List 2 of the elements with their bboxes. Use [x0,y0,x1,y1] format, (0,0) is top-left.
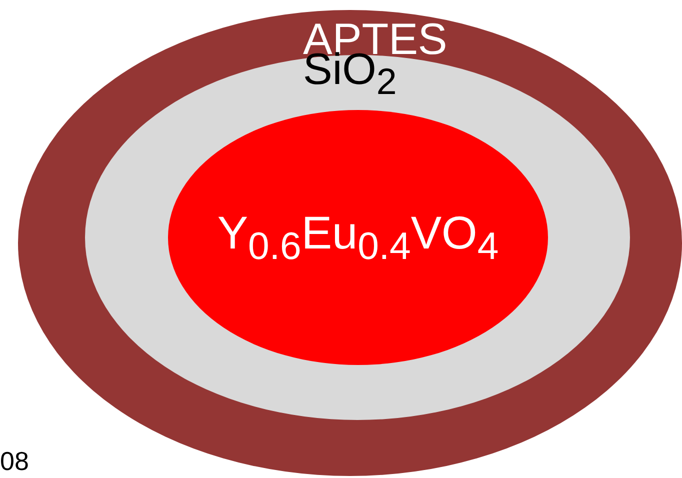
corner-note: 08 [0,448,29,474]
core-label: Y$_{0.6}$Eu$_{0.4}$VO$_{4}$ [217,209,499,266]
